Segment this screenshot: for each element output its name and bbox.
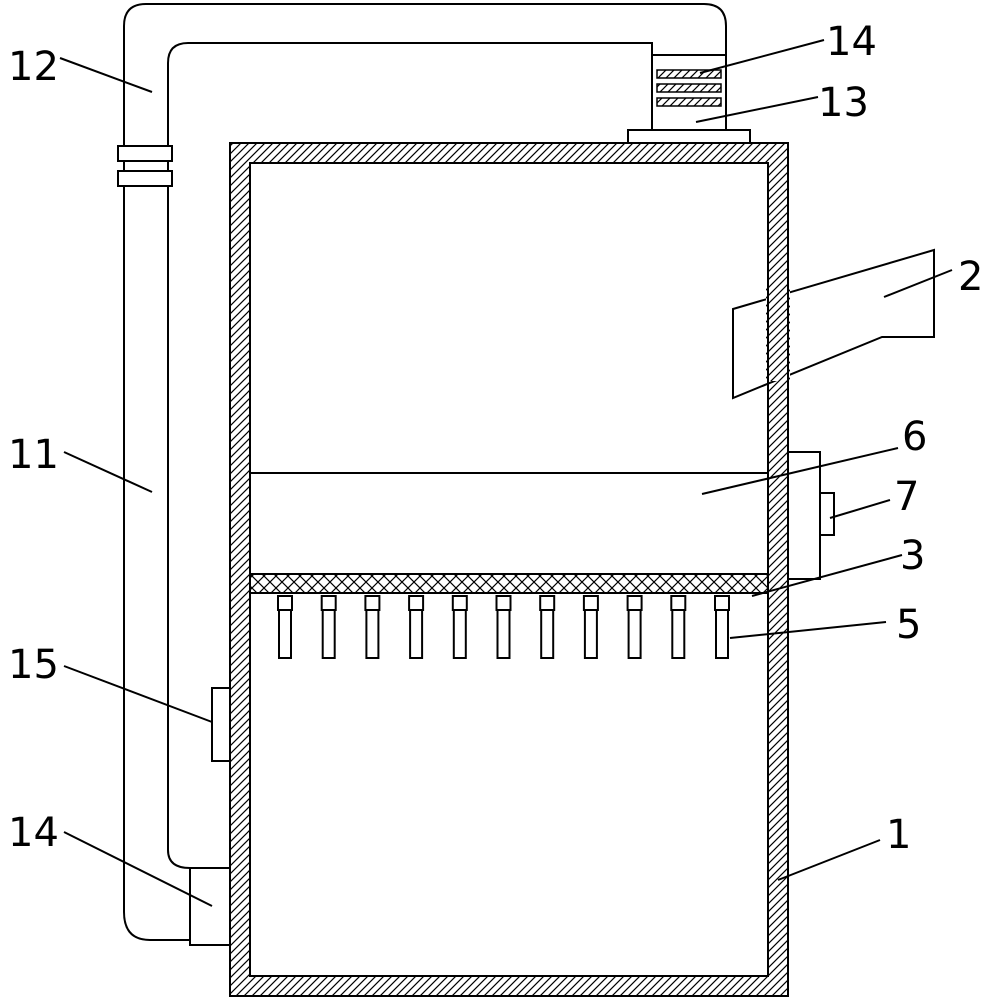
leader-15 <box>63 665 213 723</box>
side-panel <box>211 687 231 762</box>
label-14-bottom: 14 <box>8 810 59 856</box>
nozzle-head <box>539 595 556 611</box>
label-1: 1 <box>886 812 911 858</box>
nozzle-body <box>409 609 424 659</box>
leader-14-top <box>699 39 825 74</box>
nozzle-body <box>715 609 729 659</box>
label-11: 11 <box>8 432 59 478</box>
nozzle-body <box>321 609 336 659</box>
leader-7 <box>829 499 891 519</box>
inlet-pipe <box>732 248 935 400</box>
nozzle-body <box>583 609 598 659</box>
nozzle-body <box>671 609 686 659</box>
top-pipe-inner <box>167 42 653 869</box>
filter-screen <box>249 573 769 594</box>
leader-1 <box>777 839 881 881</box>
nozzle-head <box>320 595 337 611</box>
housing-wall <box>229 142 789 997</box>
leader-14-bottom <box>63 831 213 907</box>
nozzle-body <box>278 609 292 659</box>
nozzle-head <box>495 595 512 611</box>
nozzle-body <box>452 609 467 659</box>
bottom-connector <box>189 867 231 946</box>
label-15: 15 <box>8 642 59 688</box>
nozzle-body <box>540 609 555 659</box>
leader-3 <box>751 554 903 597</box>
nozzle-head <box>626 595 643 611</box>
leader-2 <box>883 269 953 298</box>
label-5: 5 <box>896 602 921 648</box>
leader-13 <box>695 96 819 123</box>
nozzle-body <box>627 609 642 659</box>
pipe-coupling-upper <box>117 145 173 162</box>
top-base <box>627 129 751 144</box>
nozzle-row <box>277 595 730 659</box>
nozzle-head <box>277 595 293 611</box>
leader-5 <box>729 621 887 639</box>
nozzle-head <box>582 595 599 611</box>
label-13: 13 <box>818 80 869 126</box>
side-box-knob <box>819 492 835 536</box>
nozzle-head <box>364 595 381 611</box>
nozzle-head <box>714 595 730 611</box>
label-14-top: 14 <box>826 19 877 65</box>
nozzle-body <box>496 609 511 659</box>
label-3: 3 <box>900 533 925 579</box>
pipe-coupling-lower <box>117 170 173 187</box>
label-2: 2 <box>958 254 983 300</box>
leader-6 <box>701 447 899 495</box>
top-pipe-outer <box>123 3 727 941</box>
label-7: 7 <box>894 474 919 520</box>
leader-12 <box>59 57 153 93</box>
nozzle-head <box>408 595 425 611</box>
label-12: 12 <box>8 44 59 90</box>
nozzle-head <box>670 595 687 611</box>
leader-11 <box>63 451 153 493</box>
nozzle-body <box>365 609 380 659</box>
nozzle-head <box>451 595 468 611</box>
label-6: 6 <box>902 414 927 460</box>
